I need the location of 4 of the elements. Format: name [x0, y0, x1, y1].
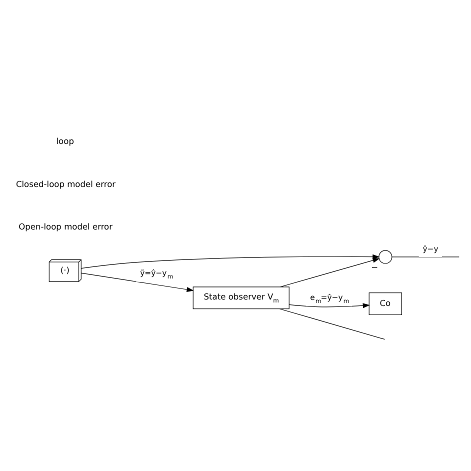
- label: Open-loop model error: [18, 222, 113, 232]
- node-label: −: [371, 262, 378, 272]
- label: Closed-loop model error: [16, 178, 116, 189]
- label: loop: [56, 136, 74, 146]
